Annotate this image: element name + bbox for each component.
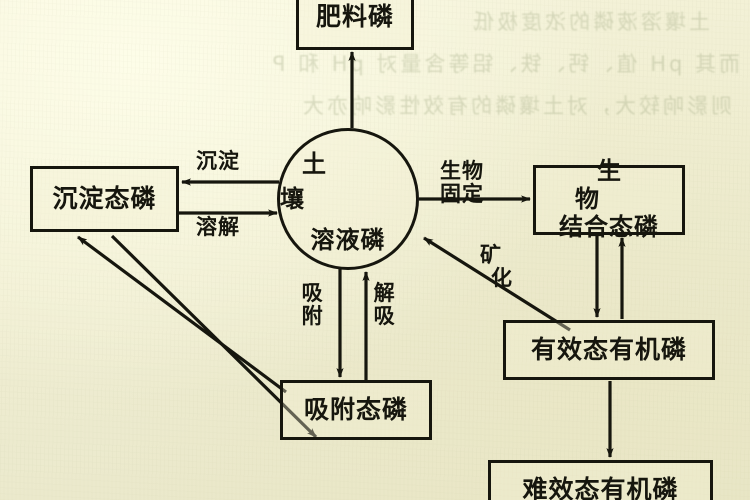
node-available-organic-phosphorus[interactable]: 有效态有机磷 <box>503 320 715 380</box>
edge-label-adsorb-line1: 吸 <box>301 281 324 305</box>
node-fertilizer-label: 肥料磷 <box>315 1 394 31</box>
edge-mineralization-to-solution <box>423 236 571 332</box>
node-adsorbed-phosphorus[interactable]: 吸附态磷 <box>280 380 432 440</box>
node-biobound-label-line1: 生 物 <box>575 157 665 213</box>
edge-label-adsorb-line2: 附 <box>301 303 324 328</box>
node-resistant-organic-label: 难效态有机磷 <box>522 474 679 500</box>
node-precipitated-phosphorus[interactable]: 沉淀态磷 <box>30 166 179 232</box>
node-adsorbed-label: 吸附态磷 <box>303 394 408 424</box>
edge-label-mineralize-line1: 矿 <box>480 243 502 267</box>
node-biobound-label-line2: 结合态磷 <box>559 213 659 242</box>
node-resistant-organic-phosphorus[interactable]: 难效态有机磷 <box>488 460 713 500</box>
node-soil-solution-label-line1: 土 壤 <box>280 149 348 213</box>
edge-adsorbed-to-precipitated <box>77 235 287 394</box>
edge-label-desorb-line2: 吸 <box>373 303 396 328</box>
edge-label-biofix-line1: 生物 <box>440 159 484 183</box>
edge-label-precipitation: 沉淀 <box>196 149 240 173</box>
node-available-organic-label: 有效态有机磷 <box>530 334 687 364</box>
edge-label-desorption: 解 吸 <box>371 282 398 327</box>
edge-label-mineralize-line2: 化 <box>491 265 513 290</box>
node-precipitated-label: 沉淀态磷 <box>52 183 157 213</box>
edge-label-dissolution: 溶解 <box>196 215 240 239</box>
node-soil-solution-label-line2: 溶液磷 <box>310 225 386 254</box>
edge-label-biological-fixation: 生物 固定 <box>440 160 484 205</box>
node-soil-solution-phosphorus[interactable]: 土 壤 溶液磷 <box>277 128 419 270</box>
edge-label-mineralization: 矿 化 <box>479 244 513 289</box>
edge-label-adsorption: 吸 附 <box>299 282 326 327</box>
node-fertilizer-phosphorus[interactable]: 肥料磷 <box>296 0 414 50</box>
node-biobound-text: 生 物 结合态磷 <box>536 157 682 242</box>
edge-label-biofix-line2: 固定 <box>440 181 484 206</box>
node-biologically-bound-phosphorus[interactable]: 生 物 结合态磷 <box>533 157 685 241</box>
edge-label-desorb-line1: 解 <box>373 281 396 305</box>
